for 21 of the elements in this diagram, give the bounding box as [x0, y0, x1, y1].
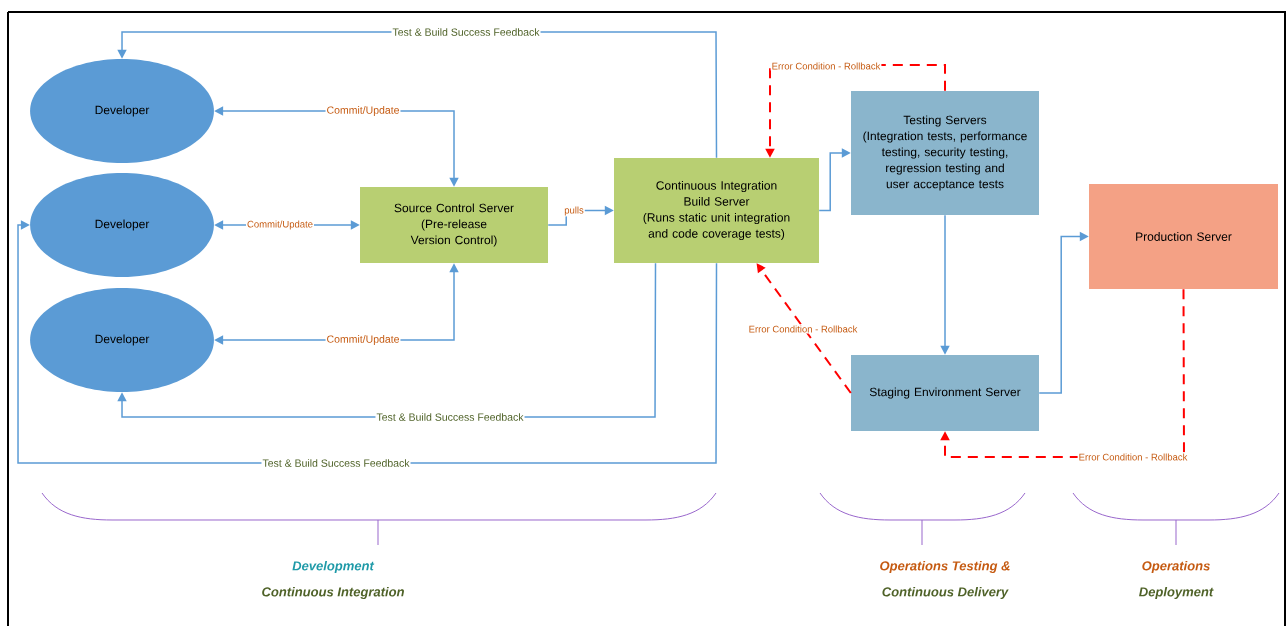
edge-label: Test & Build Success Feedback: [261, 458, 411, 468]
edge-label: Test & Build Success Feedback: [391, 27, 541, 37]
server-box: Continuous Integration Build Server (Runs static unit integration and code coverage tests): [614, 158, 819, 263]
section-label: Continuous Integration: [262, 586, 404, 600]
server-box: Source Control Server (Pre-release Version Control): [360, 187, 548, 263]
edge-label: Test & Build Success Feedback: [375, 412, 525, 422]
edge-label: Commit/Update: [325, 334, 401, 346]
server-box: Staging Environment Server: [851, 355, 1039, 431]
edge-label: Error Condition - Rollback: [1077, 452, 1189, 462]
section-label: Deployment: [1139, 586, 1214, 600]
section-label: Continuous Delivery: [882, 586, 1009, 600]
server-box: Production Server: [1089, 184, 1278, 289]
edge-label: Commit/Update: [246, 219, 314, 231]
edge-label: pulls: [563, 205, 585, 217]
section-label: Development: [292, 560, 375, 574]
edge-label: Error Condition - Rollback: [770, 61, 882, 71]
edge-label: Error Condition - Rollback: [747, 324, 859, 334]
edge-label: Commit/Update: [325, 105, 401, 117]
section-label: Operations Testing &: [880, 560, 1010, 574]
section-label: Operations: [1142, 560, 1210, 574]
server-box: Testing Servers (Integration tests, performance testing, security testing, regression testing and user acceptance tests: [851, 91, 1039, 215]
